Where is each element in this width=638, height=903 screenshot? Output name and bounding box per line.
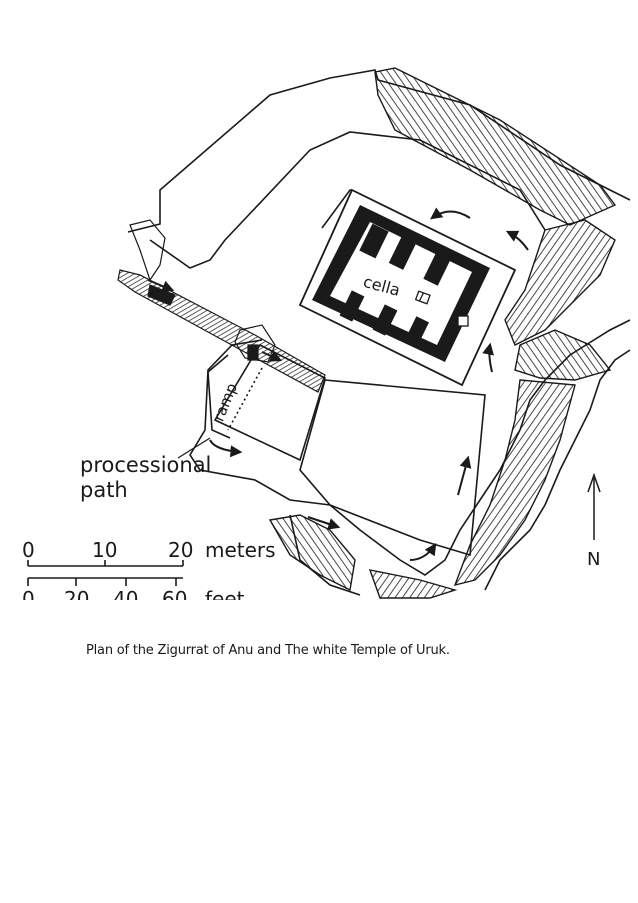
direction-arrow-icon [147,207,529,561]
scale-bar [27,560,184,586]
scale-meters-20: 20 [168,538,193,562]
scale-meters-0: 0 [22,538,35,562]
scale-feet-40: 40 [113,587,138,600]
figure-caption: Plan of the Zigurrat of Anu and The whit… [86,643,450,658]
scale-feet-unit: feet [205,587,245,600]
north-arrow-icon [587,472,601,540]
scale-feet-0: 0 [22,587,35,600]
processional-label: processional [80,453,211,477]
temple-walls [312,205,490,362]
processional-pointer [177,437,211,459]
zigurrat-plan-diagram: cella ramp processional path N 0 10 20 m… [22,67,631,600]
scale-meters-10: 10 [92,538,117,562]
altar-icon [414,290,469,327]
scale-feet-20: 20 [64,587,89,600]
scale-feet-60: 60 [162,587,187,600]
lower-court [207,343,486,557]
ramp-label: ramp [210,381,241,424]
scale-meters-unit: meters [205,538,276,562]
path-label: path [80,478,128,502]
hatched-stairways [268,67,617,599]
north-label: N [587,549,600,570]
